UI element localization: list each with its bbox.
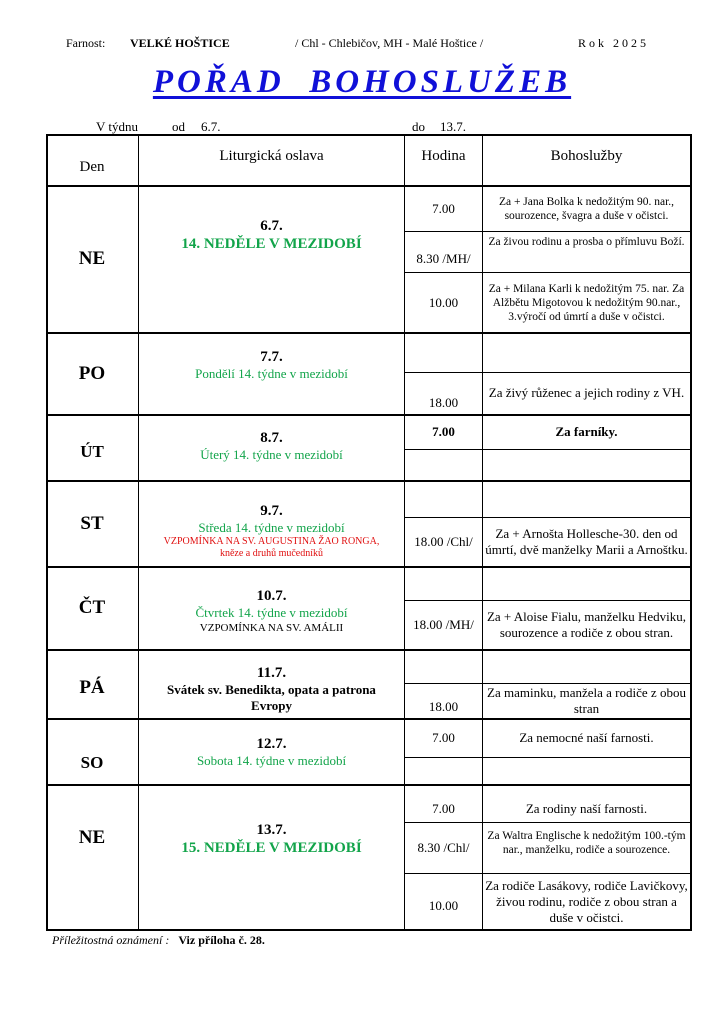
celebration-title: Čtvrtek 14. týdne v mezidobí xyxy=(195,605,348,620)
day-label: NE xyxy=(78,248,106,269)
footer-label: Příležitostná oznámení : xyxy=(52,933,170,947)
mass-hour: 7.00 xyxy=(432,200,455,216)
mass-hour: 18.00 /Chl/ xyxy=(414,534,473,549)
day-date: 6.7. xyxy=(260,218,283,234)
memorial-text: VZPOMÍNKA NA SV. AMÁLII xyxy=(199,622,344,634)
celebration-title: Pondělí 14. týdne v mezidobí xyxy=(195,366,348,381)
mass-intention: Za maminku, manžela a rodiče z obou stra… xyxy=(487,685,686,716)
week-to-label: do xyxy=(412,119,425,134)
day-label: ST xyxy=(80,512,104,534)
parish-name: VELKÉ HOŠTICE xyxy=(130,36,230,50)
mass-intention: Za + Jana Bolka k nedožitým 90. nar., so… xyxy=(498,195,675,222)
mass-hour: 8.30 /Chl/ xyxy=(417,840,470,855)
col-header-day: Den xyxy=(79,158,105,175)
day-date: 12.7. xyxy=(256,736,287,752)
mass-hour: 7.00 xyxy=(432,424,455,439)
celebration-cell: 10.7. Čtvrtek 14. týdne v mezidobí VZPOM… xyxy=(139,582,404,640)
celebration-cell: 11.7. Svátek sv. Benedikta, opata a patr… xyxy=(139,660,404,718)
mass-intention: Za farníky. xyxy=(555,424,618,439)
day-label: ČT xyxy=(78,597,106,618)
day-label: NE xyxy=(78,827,106,848)
mass-intention: Za + Milana Karli k nedožitým 75. nar. Z… xyxy=(488,282,685,323)
mass-hour: 10.00 xyxy=(428,294,459,310)
day-date: 10.7. xyxy=(256,588,287,604)
celebration-title: Sobota 14. týdne v mezidobí xyxy=(196,753,347,768)
col-header-services: Bohoslužby xyxy=(550,148,623,164)
celebration-cell: 12.7. Sobota 14. týdne v mezidobí xyxy=(139,730,404,774)
celebration-cell: 6.7. 14. NEDĚLE V MEZIDOBÍ xyxy=(139,205,404,265)
mass-hour: 10.00 xyxy=(428,898,459,913)
day-date: 13.7. xyxy=(256,822,287,838)
mass-hour: 18.00 /MH/ xyxy=(413,617,474,632)
mass-hour: 7.00 xyxy=(432,801,455,816)
celebration-title: 15. NEDĚLE V MEZIDOBÍ xyxy=(181,840,362,856)
footer-note: Příležitostná oznámení : Viz příloha č. … xyxy=(52,933,265,948)
celebration-title: Svátek sv. Benedikta, opata a patrona Ev… xyxy=(167,682,376,713)
week-from: 6.7. xyxy=(201,119,221,134)
day-date: 8.7. xyxy=(260,430,283,446)
mass-intention: Za + Aloise Fialu, manželku Hedviku, sou… xyxy=(486,609,687,640)
celebration-cell: 9.7. Středa 14. týdne v mezidobí VZPOMÍN… xyxy=(139,498,404,564)
celebration-cell: 13.7. 15. NEDĚLE V MEZIDOBÍ xyxy=(139,815,404,863)
col-header-hour: Hodina xyxy=(421,148,466,164)
mass-intention: Za živý růženec a jejich rodiny z VH. xyxy=(488,385,685,400)
page-title-wrap: POŘAD BOHOSLUŽEB xyxy=(0,64,724,101)
mass-intention: Za živou rodinu a prosba o přímluvu Boží… xyxy=(488,236,685,248)
celebration-title: 14. NEDĚLE V MEZIDOBÍ xyxy=(181,236,362,252)
day-date: 9.7. xyxy=(260,503,283,519)
mass-intention: Za Waltra Englische k nedožitým 100.-tým… xyxy=(487,830,686,856)
year: R o k 2 0 2 5 xyxy=(578,36,647,50)
parish-branches: / Chl - Chlebičov, MH - Malé Hoštice / xyxy=(295,36,484,50)
day-label: PÁ xyxy=(79,677,105,698)
footer-value: Viz příloha č. 28. xyxy=(178,933,265,947)
mass-intention: Za nemocné naší farnosti. xyxy=(519,730,654,745)
celebration-title: Středa 14. týdne v mezidobí xyxy=(198,520,345,535)
celebration-cell: 8.7. Úterý 14. týdne v mezidobí xyxy=(139,424,404,468)
mass-intention: Za + Arnošta Hollesche-30. den od úmrtí,… xyxy=(485,526,688,557)
mass-hour: 7.00 xyxy=(432,730,455,745)
memorial-text: VZPOMÍNKA NA SV. AUGUSTINA ŽAO RONGA, kn… xyxy=(163,536,380,559)
mass-intention: Za rodiny naší farnosti. xyxy=(525,801,648,816)
day-date: 7.7. xyxy=(260,349,283,365)
page-title: POŘAD BOHOSLUŽEB xyxy=(152,64,572,100)
parish-label: Farnost: xyxy=(66,36,106,50)
day-date: 11.7. xyxy=(256,665,287,681)
mass-intention: Za rodiče Lasákovy, rodiče Lavičkovy, ži… xyxy=(485,878,688,925)
week-from-label: od xyxy=(172,119,185,134)
col-header-celebration: Liturgická oslava xyxy=(219,148,324,164)
celebration-title: Úterý 14. týdne v mezidobí xyxy=(200,447,343,462)
mass-hour: 8.30 /MH/ xyxy=(416,251,471,266)
day-label: SO xyxy=(80,753,104,772)
day-label: PO xyxy=(78,362,106,384)
week-prefix: V týdnu xyxy=(96,119,139,134)
mass-hour: 18.00 xyxy=(428,699,459,714)
celebration-cell: 7.7. Pondělí 14. týdne v mezidobí xyxy=(139,343,404,387)
week-to: 13.7. xyxy=(440,119,466,134)
day-label: ÚT xyxy=(80,442,104,461)
mass-hour: 18.00 xyxy=(428,395,459,410)
